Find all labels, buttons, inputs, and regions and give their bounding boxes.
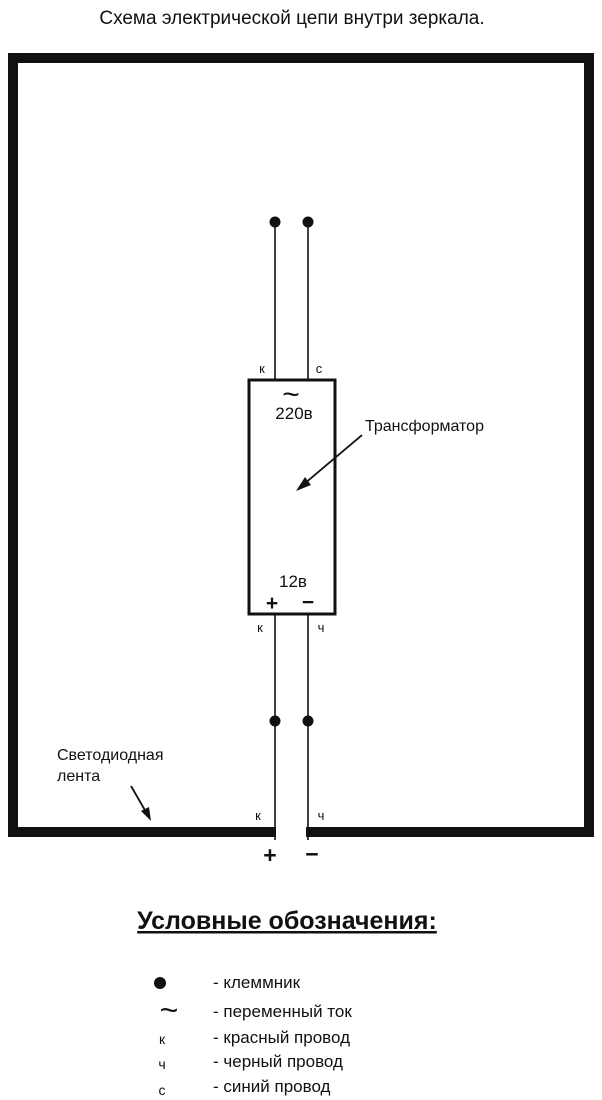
output-voltage-label: 12в (279, 572, 307, 591)
legend-text: - красный провод (213, 1028, 350, 1047)
led-arrow-line (130, 785, 147, 813)
led-arrow-head (141, 807, 151, 821)
legend-text: - синий провод (213, 1077, 331, 1096)
legend-item: к - красный провод (159, 1028, 350, 1047)
legend-text: - переменный ток (213, 1002, 352, 1021)
wire-mark-top-right: с (316, 361, 323, 376)
transformer-box (247, 378, 337, 616)
mirror-frame (8, 53, 594, 837)
led-minus: − (305, 841, 318, 867)
transformer-minus: − (302, 591, 314, 614)
legend-symbol: ч (158, 1056, 165, 1072)
legend-tilde-icon: ~ (160, 992, 179, 1028)
terminal-dot-mid-right (302, 715, 314, 727)
legend-text: - черный провод (213, 1052, 343, 1071)
diagram-title: Схема электрической цепи внутри зеркала. (99, 8, 484, 29)
terminal-dot-top-left (269, 216, 281, 228)
terminal-dot-mid-left (269, 715, 281, 727)
legend-dot-icon (154, 977, 166, 989)
wire-mark-mid-right: ч (318, 620, 325, 635)
wire-mark-bottom-right: ч (318, 808, 325, 823)
led-strip-label-line1: Светодиодная (57, 747, 164, 764)
wire-mark-top-left: к (259, 361, 265, 376)
led-plus: + (263, 842, 276, 868)
legend-symbol: с (159, 1082, 166, 1098)
transformer-plus: + (266, 592, 278, 615)
terminal-dot-top-right (302, 216, 314, 228)
transformer-arrow-line (303, 434, 363, 485)
legend-symbol: к (159, 1031, 166, 1047)
legend-text: - клеммник (213, 973, 301, 992)
wire-mark-bottom-left: к (255, 808, 261, 823)
legend-item: ~ - переменный ток (160, 992, 353, 1028)
legend-title: Условные обозначения: (137, 907, 437, 935)
transformer-label: Трансформатор (365, 418, 484, 435)
wire-mark-mid-left: к (257, 620, 263, 635)
transformer-arrow-head (296, 477, 311, 491)
ac-symbol: ~ (282, 378, 300, 411)
led-strip-label-line2: лента (57, 768, 100, 785)
legend-item: с - синий провод (159, 1077, 331, 1098)
input-voltage-label: 220в (275, 404, 312, 423)
legend-item: ч - черный провод (158, 1052, 343, 1072)
legend-item: - клеммник (154, 973, 301, 992)
